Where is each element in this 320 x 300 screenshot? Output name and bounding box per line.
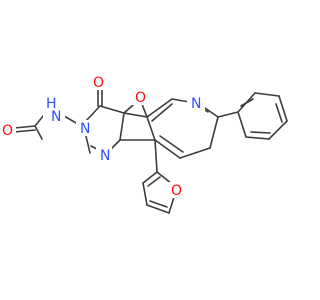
atom-o-furyl: O (171, 183, 182, 199)
bond (254, 92, 280, 97)
atom-h: H (46, 96, 57, 112)
atom-o-formyl: O (2, 123, 13, 139)
atom-o-fused-furan: O (135, 90, 146, 106)
bond (63, 115, 79, 125)
bond (146, 204, 170, 214)
bond (268, 120, 288, 140)
bond (250, 131, 271, 134)
bond (142, 182, 148, 206)
bond (149, 200, 168, 208)
bond (209, 116, 219, 149)
bond (204, 107, 219, 118)
bond (217, 111, 239, 118)
label-background (0, 122, 16, 138)
label-background (89, 74, 107, 90)
bond (119, 112, 125, 141)
bond (99, 105, 125, 114)
atom-n-pyrimidine-3: N (80, 121, 90, 137)
label-background (187, 95, 205, 111)
atom-nh: N (51, 109, 61, 125)
atom-o-carbonyl: O (93, 75, 104, 91)
bond (13, 129, 36, 133)
bond (237, 111, 247, 138)
atom-n-pyrimidine-imine: N (100, 148, 110, 164)
bond (154, 139, 158, 173)
bond (13, 125, 36, 129)
atom-n-pyridine: N (191, 96, 201, 112)
molecule-structure-diagram: O O N N N H N O O (0, 74, 288, 214)
bond (151, 103, 173, 122)
label-background (168, 182, 184, 198)
bond (123, 112, 148, 118)
bond (147, 176, 161, 187)
atom-labels: O O N N N H N O O (0, 74, 205, 199)
bond (142, 171, 158, 184)
label-background (76, 120, 92, 136)
bond (34, 125, 43, 140)
bond (146, 116, 156, 141)
label-background (43, 95, 65, 125)
bond (159, 135, 184, 153)
bond (146, 98, 173, 118)
bond (275, 103, 283, 123)
label-background (96, 147, 112, 163)
bond (278, 95, 288, 122)
bond (179, 147, 211, 159)
bond (245, 136, 270, 140)
bond (154, 139, 181, 159)
label-background (131, 89, 149, 105)
bond (84, 105, 101, 123)
bond (240, 98, 254, 107)
